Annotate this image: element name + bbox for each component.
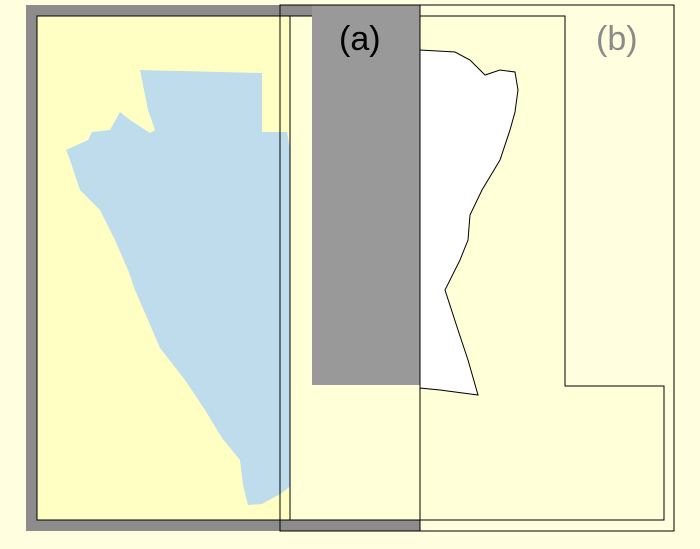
panel-b-label: (b) — [596, 20, 638, 58]
overlap-region — [312, 5, 420, 385]
white-region — [419, 49, 519, 396]
panel-a-label: (a) — [339, 20, 381, 58]
outer-outline — [279, 4, 675, 532]
